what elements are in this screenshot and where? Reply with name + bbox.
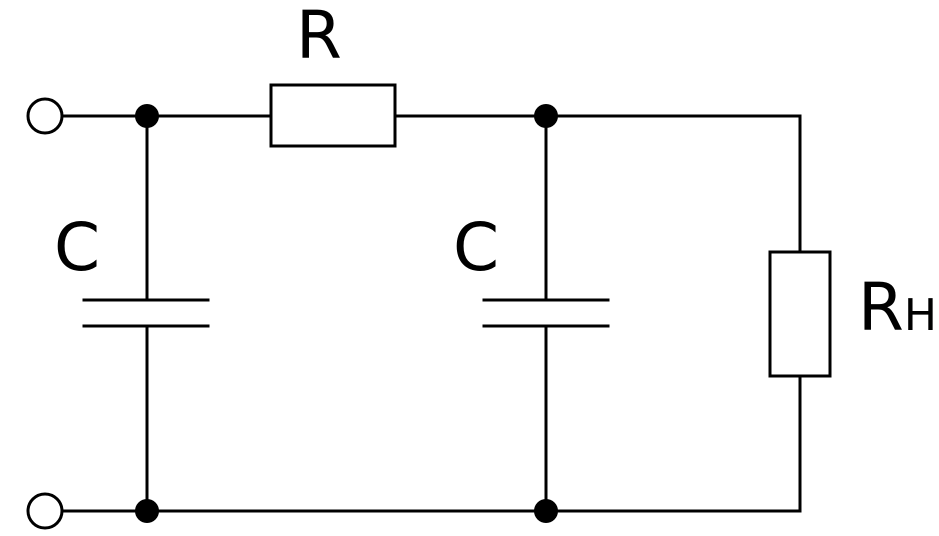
label-load-resistor-main: R <box>858 269 904 346</box>
junction-top-left <box>135 104 159 128</box>
label-series-resistor: R <box>296 0 342 74</box>
load-resistor <box>768 250 832 378</box>
series-resistor <box>269 83 397 148</box>
junction-bottom-right <box>534 499 558 523</box>
input-terminal-bottom <box>26 492 64 530</box>
label-capacitor-right: C <box>453 209 499 286</box>
input-terminal-top <box>26 97 64 135</box>
junction-bottom-left <box>135 499 159 523</box>
label-load-resistor-subscript: H <box>904 290 937 341</box>
junction-top-right <box>534 104 558 128</box>
label-load-resistor: RH <box>858 269 937 346</box>
label-capacitor-left: C <box>54 209 100 286</box>
